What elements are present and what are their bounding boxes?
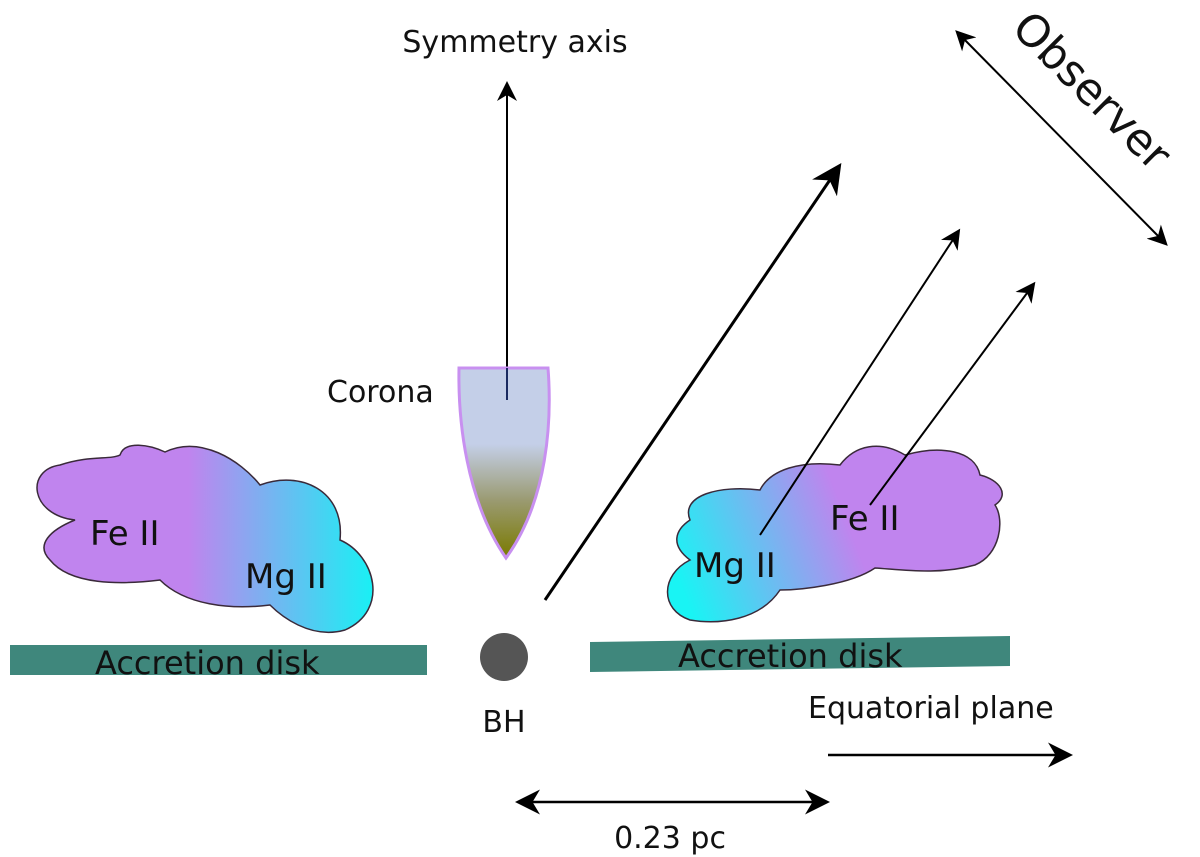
right-cloud-fe-label: Fe II — [830, 499, 899, 539]
left-accretion-disk — [10, 645, 427, 675]
scale-label: 0.23 pc — [614, 821, 726, 856]
equatorial-plane-label: Equatorial plane — [808, 691, 1054, 726]
emission-arrow-fe — [869, 281, 1036, 506]
bh-label: BH — [482, 705, 525, 740]
right-cloud — [666, 445, 1003, 623]
corona-shape — [457, 366, 551, 561]
left-cloud-mg-label: Mg II — [245, 557, 327, 597]
corona-label: Corona — [327, 375, 434, 410]
black-hole — [480, 633, 528, 681]
left-cloud-fe-label: Fe II — [90, 514, 159, 554]
right-accretion-disk — [590, 636, 1010, 672]
observer-label: Observer — [1002, 2, 1181, 181]
right-cloud-mg-label: Mg II — [694, 546, 776, 586]
right-disk-label: Accretion disk — [678, 637, 903, 675]
emission-arrow-mg — [759, 228, 961, 536]
left-cloud — [36, 444, 374, 633]
observer-arrow — [955, 30, 1168, 246]
symmetry-axis-label: Symmetry axis — [402, 25, 627, 60]
left-disk-label: Accretion disk — [95, 644, 320, 682]
emission-arrow-bh — [543, 163, 842, 601]
